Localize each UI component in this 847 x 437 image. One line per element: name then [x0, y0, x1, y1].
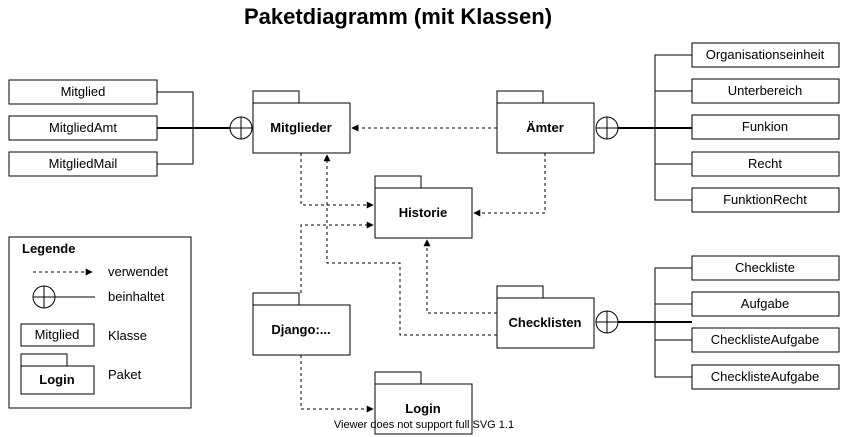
package-historie-label: Historie	[399, 205, 447, 220]
legend-package-sample	[20, 365, 95, 395]
class-mitgliedmail: MitgliedMail	[8, 151, 158, 177]
class-checklisteaufgabe-2: ChecklisteAufgabe	[691, 364, 840, 390]
legend-package-sample-label: Login	[39, 372, 74, 387]
diagram-title: Paketdiagramm (mit Klassen)	[244, 4, 552, 29]
class-mitgliedmail-label: MitgliedMail	[49, 156, 118, 171]
legend-package-tab	[20, 353, 68, 367]
package-mitglieder-label: Mitglieder	[270, 120, 331, 135]
mitglieder-contains-connector	[157, 91, 253, 165]
class-checklisteaufgabe-2-label: ChecklisteAufgabe	[711, 369, 819, 384]
legend-class-sample-label: Mitglied	[35, 327, 80, 342]
class-mitgliedamt: MitgliedAmt	[8, 115, 158, 141]
class-mitglied-label: Mitglied	[61, 84, 106, 99]
class-mitglied: Mitglied	[8, 79, 158, 105]
legend-contains-label: beinhaltet	[108, 289, 165, 304]
class-checkliste: Checkliste	[691, 255, 840, 281]
legend-title: Legende	[22, 241, 75, 256]
class-funkion-label: Funkion	[742, 119, 788, 134]
package-django: Django:...	[252, 292, 351, 356]
class-organisationseinheit-label: Organisationseinheit	[706, 47, 825, 62]
dep-django-historie	[300, 221, 374, 293]
package-login-label: Login	[405, 401, 440, 416]
package-mitglieder: Mitglieder	[252, 90, 351, 154]
class-aufgabe: Aufgabe	[691, 291, 840, 317]
class-checkliste-label: Checkliste	[735, 260, 795, 275]
checklisten-contains-connector	[595, 267, 692, 378]
class-recht-label: Recht	[748, 156, 782, 171]
legend-class-sample	[20, 323, 95, 347]
class-mitgliedamt-label: MitgliedAmt	[49, 120, 117, 135]
class-funktionrecht: FunktionRecht	[691, 187, 840, 213]
class-checklisteaufgabe: ChecklisteAufgabe	[691, 327, 840, 353]
package-login: Login	[374, 371, 473, 435]
class-funktionrecht-label: FunktionRecht	[723, 192, 807, 207]
class-checklisteaufgabe-label: ChecklisteAufgabe	[711, 332, 819, 347]
package-checklisten-label: Checklisten	[509, 315, 582, 330]
viewer-note: Viewer does not support full SVG 1.1	[334, 419, 514, 431]
dep-checklisten-mitglieder	[323, 154, 497, 336]
package-checklisten: Checklisten	[496, 285, 595, 349]
class-funkion: Funkion	[691, 114, 840, 140]
class-unterbereich-label: Unterbereich	[728, 83, 802, 98]
aemter-contains-connector	[595, 54, 692, 201]
dep-django-login	[300, 355, 374, 413]
class-unterbereich: Unterbereich	[691, 78, 840, 104]
dep-checklisten-historie	[423, 239, 497, 314]
legend-package-label: Paket	[108, 367, 142, 382]
dep-aemter-historie	[473, 153, 546, 217]
legend: Legende verwendet beinhaltet Mitglied Kl…	[8, 236, 192, 409]
package-aemter-label: Ämter	[526, 120, 564, 135]
package-django-label: Django:...	[271, 322, 330, 337]
package-historie: Historie	[374, 175, 473, 239]
dep-mitglieder-historie	[300, 153, 374, 209]
class-aufgabe-label: Aufgabe	[741, 296, 789, 311]
legend-class-label: Klasse	[108, 328, 147, 343]
class-organisationseinheit: Organisationseinheit	[691, 42, 840, 68]
package-aemter: Ämter	[496, 90, 595, 154]
legend-uses-label: verwendet	[108, 264, 168, 279]
class-recht: Recht	[691, 151, 840, 177]
